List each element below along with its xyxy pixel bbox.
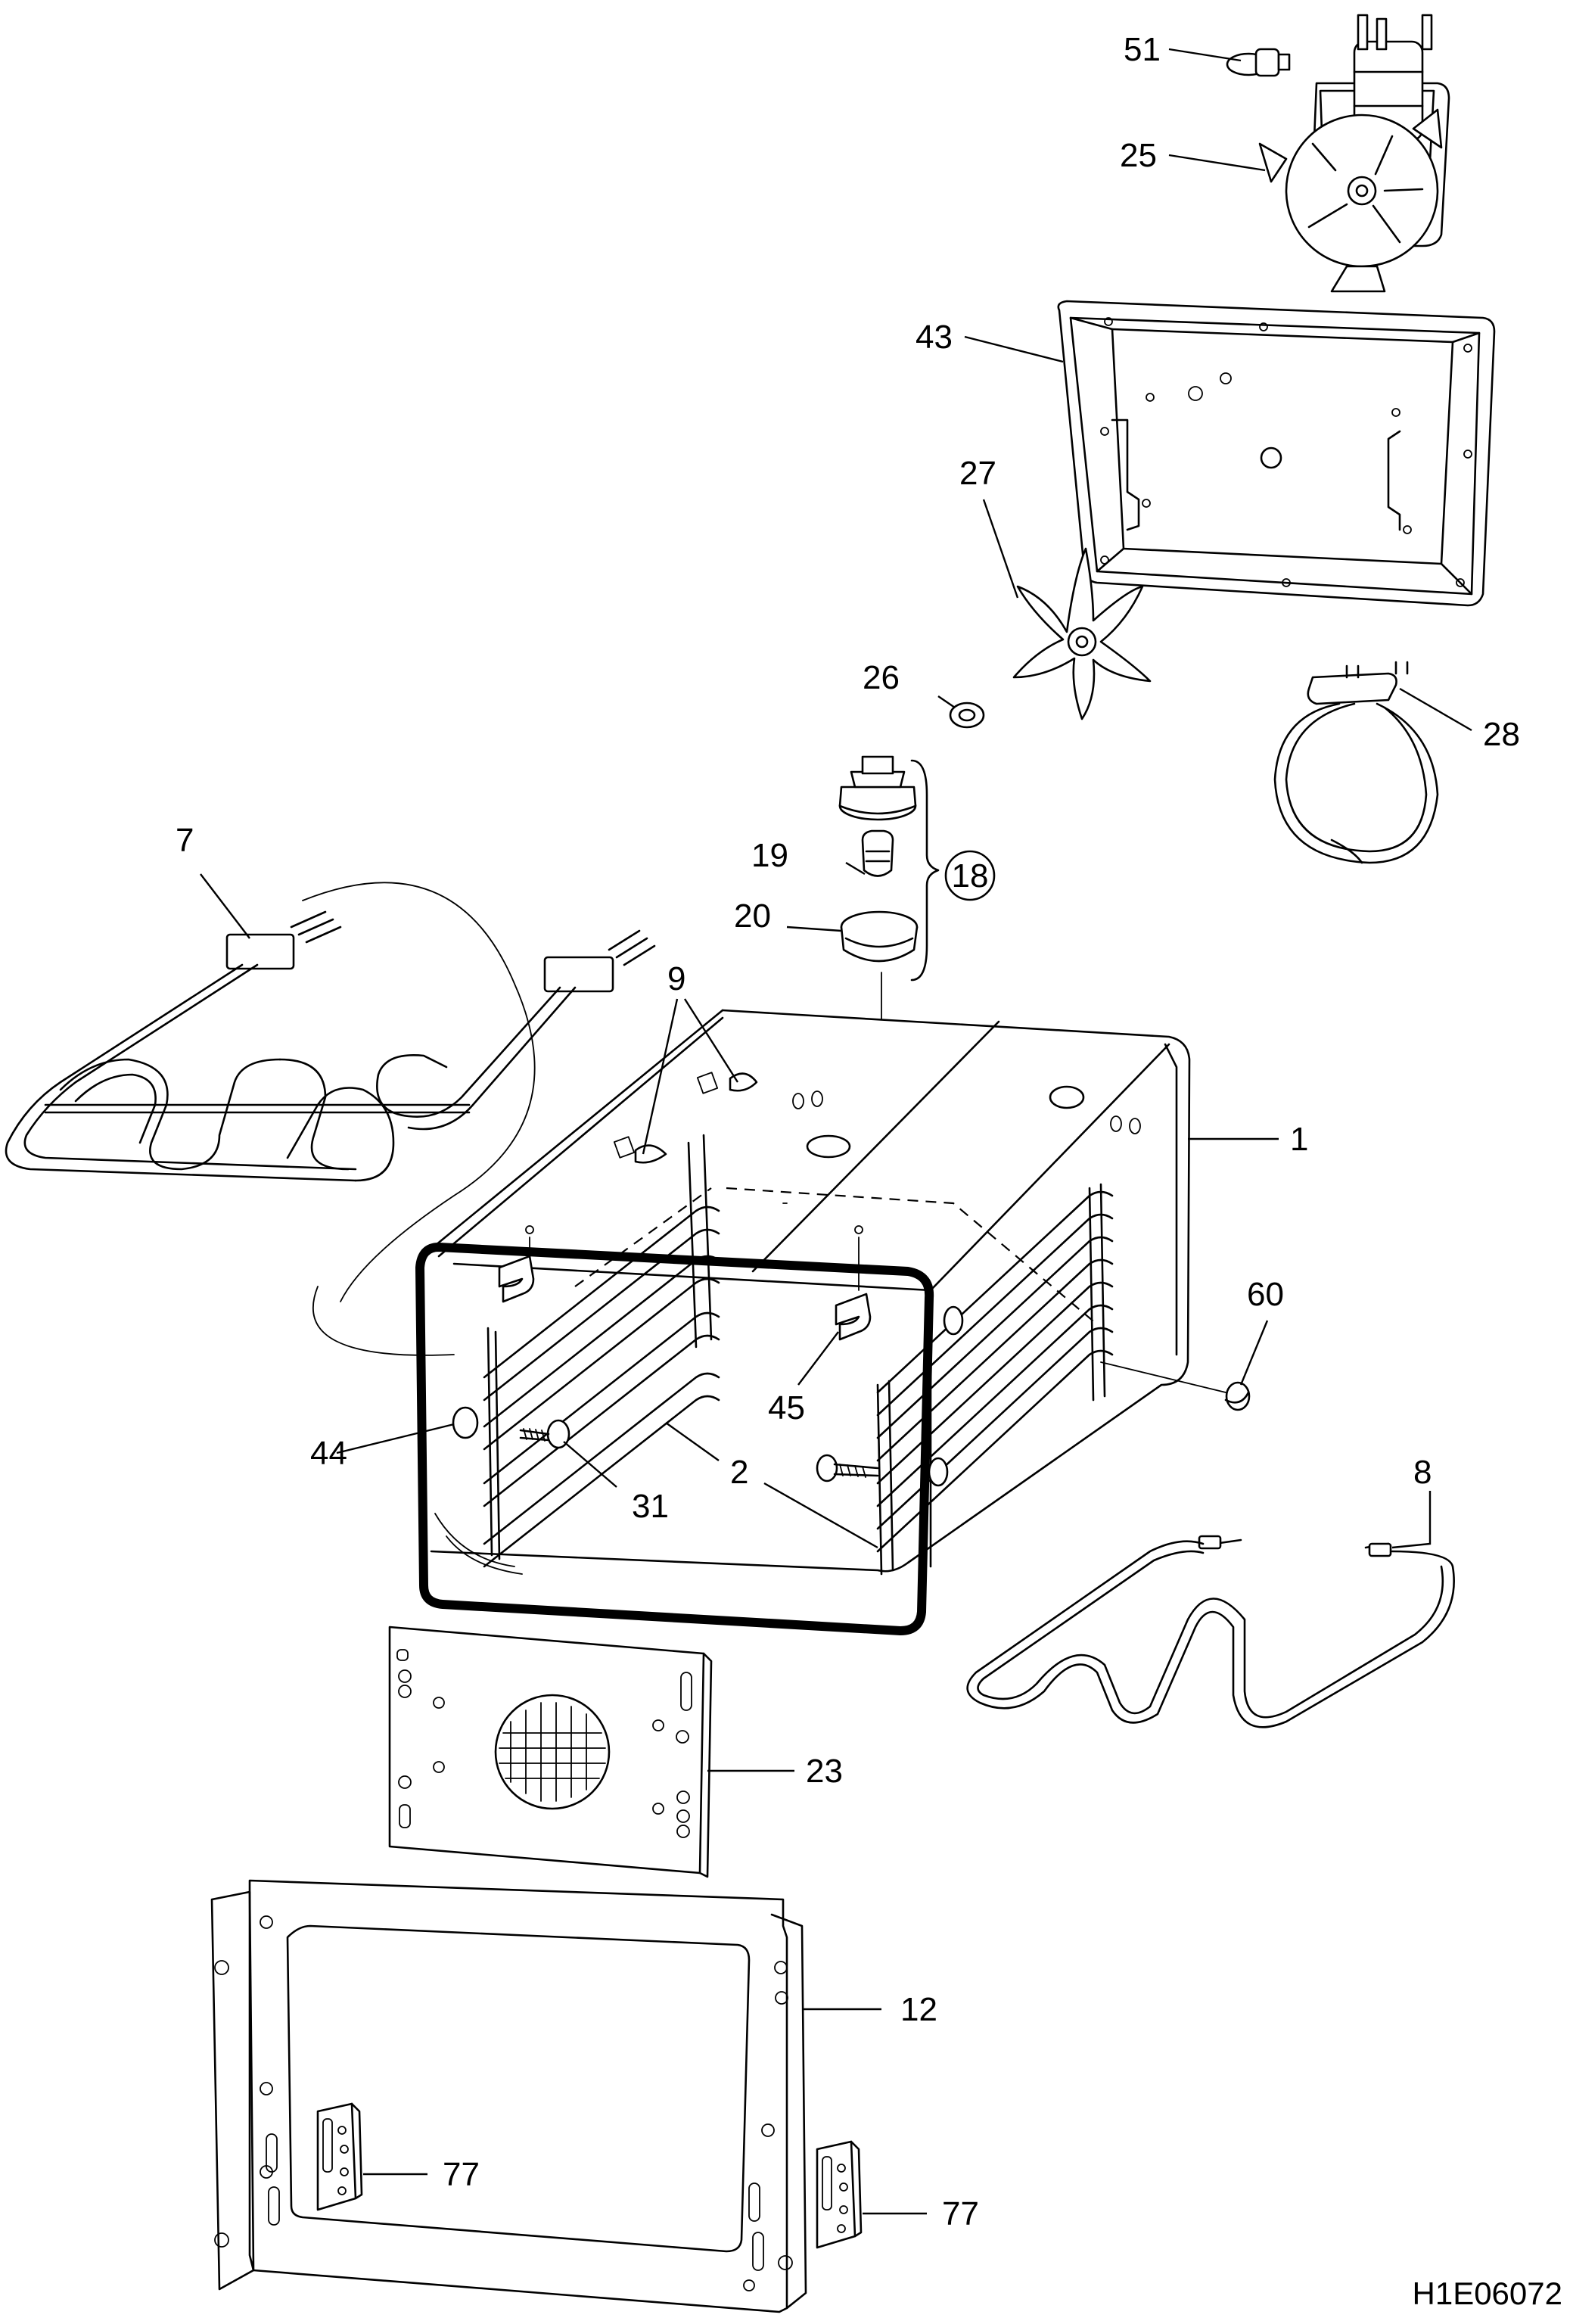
lower-heating-element-drawing bbox=[966, 1535, 1455, 1728]
part-label-60: 60 bbox=[1247, 1276, 1284, 1313]
grill-element-drawing bbox=[5, 882, 656, 1356]
shelf-supports-drawing bbox=[483, 1134, 1114, 1576]
part-label-77-right: 77 bbox=[942, 2195, 979, 2232]
part-label-27: 27 bbox=[959, 455, 996, 492]
assembly-circle-18 bbox=[944, 850, 996, 901]
part-label-7: 7 bbox=[176, 822, 194, 859]
part-label-18: 18 bbox=[952, 857, 989, 894]
part-label-45: 45 bbox=[768, 1389, 805, 1426]
part-label-43: 43 bbox=[916, 319, 953, 356]
part-label-31: 31 bbox=[632, 1488, 669, 1525]
screws-drawing bbox=[452, 1406, 879, 1482]
part-label-19: 19 bbox=[751, 837, 788, 874]
circular-heating-element-drawing bbox=[1273, 661, 1439, 864]
fan-cover-panel-drawing bbox=[1057, 300, 1496, 607]
part-label-44: 44 bbox=[310, 1435, 347, 1472]
part-label-25: 25 bbox=[1120, 137, 1157, 174]
part-label-51: 51 bbox=[1124, 31, 1161, 68]
part-labels: 51 25 43 27 26 28 7 19 18 20 9 1 60 45 4… bbox=[176, 31, 1520, 2232]
fan-motor-drawing bbox=[1258, 14, 1450, 293]
part-label-28: 28 bbox=[1483, 716, 1520, 753]
part-label-77-left: 77 bbox=[443, 2156, 480, 2193]
part-label-9: 9 bbox=[667, 960, 685, 997]
sensor-drawing bbox=[1226, 48, 1291, 77]
frame-reflection bbox=[434, 1513, 523, 1575]
front-frame bbox=[415, 1243, 934, 1635]
nut-drawing bbox=[949, 702, 985, 729]
outer-frame-drawing bbox=[210, 1879, 807, 2313]
part-label-23: 23 bbox=[806, 1753, 843, 1790]
clip-drawing bbox=[1100, 1361, 1251, 1411]
oven-cavity-drawing bbox=[430, 1009, 1191, 1573]
part-label-2: 2 bbox=[730, 1454, 748, 1491]
hinge-brackets-drawing bbox=[316, 2102, 863, 2249]
part-label-8: 8 bbox=[1413, 1454, 1432, 1491]
drawing-code: H1E06072 bbox=[1413, 2276, 1563, 2311]
lamp-assembly-drawing bbox=[838, 755, 940, 1121]
leader-lines bbox=[200, 48, 1472, 2215]
part-label-26: 26 bbox=[863, 659, 900, 696]
part-label-20: 20 bbox=[734, 898, 771, 935]
part-label-12: 12 bbox=[900, 1991, 937, 2028]
part-label-1: 1 bbox=[1290, 1121, 1308, 1158]
back-panel-drawing bbox=[388, 1626, 713, 1878]
fan-blade-drawing bbox=[1012, 547, 1152, 720]
